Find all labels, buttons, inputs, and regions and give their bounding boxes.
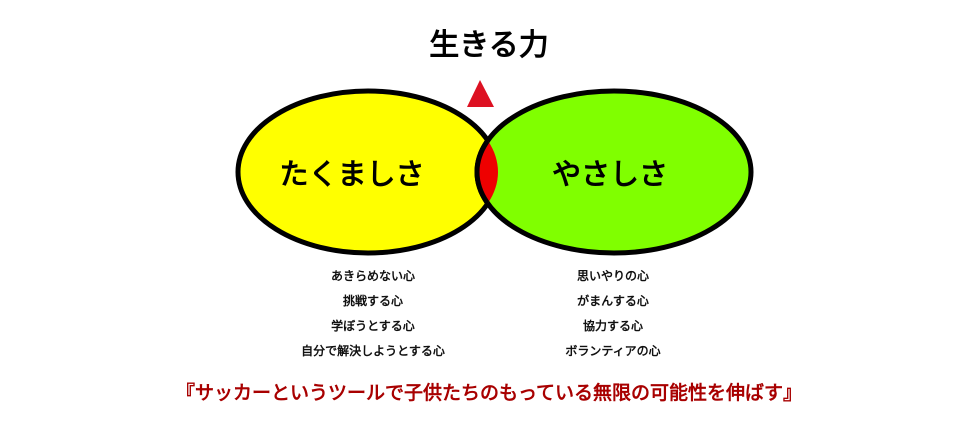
right-circle-label: やさしさ xyxy=(552,157,668,191)
list-item: 挑戦する心 xyxy=(342,294,403,308)
list-item: がまんする心 xyxy=(577,294,649,308)
left-circle-label: たくましさ xyxy=(279,157,424,191)
list-item: あきらめない心 xyxy=(330,269,415,283)
list-item: 協力する心 xyxy=(582,319,643,333)
page-title: 生きる力 xyxy=(429,28,549,63)
right-traits-list: 思いやりの心 がまんする心 協力する心 ボランティアの心 xyxy=(498,264,728,364)
left-traits-list: あきらめない心 挑戦する心 学ぼうとする心 自分で解決しようとする心 xyxy=(258,264,488,364)
up-arrow-icon xyxy=(467,80,494,107)
slogan: 『サッカーというツールで子供たちのもっている無限の可能性を伸ばす』 xyxy=(175,382,803,404)
overlap-region xyxy=(474,91,498,253)
list-item: ボランティアの心 xyxy=(565,344,661,358)
list-item: 思いやりの心 xyxy=(576,269,649,283)
list-item: 学ぼうとする心 xyxy=(331,319,415,333)
list-item: 自分で解決しようとする心 xyxy=(301,344,445,358)
